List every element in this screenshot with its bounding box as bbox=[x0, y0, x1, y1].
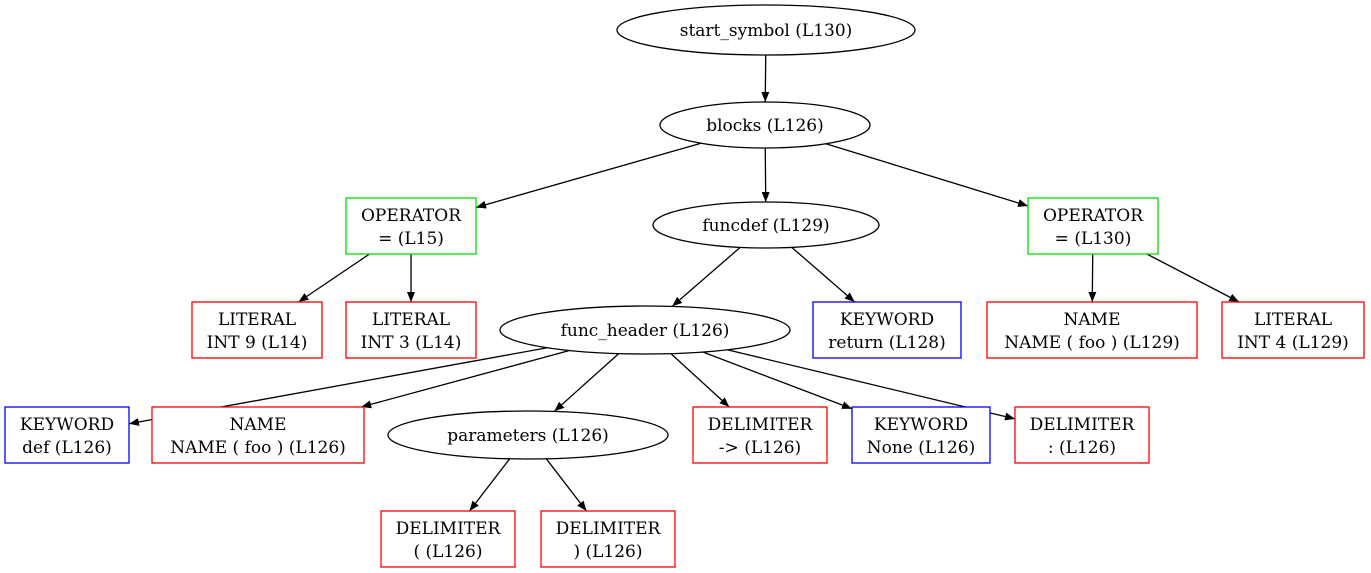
node-label-primary: funcdef (L129) bbox=[702, 216, 829, 236]
node-name-foo-l129: NAME NAME ( foo ) (L129) bbox=[986, 301, 1198, 359]
node-func-header: func_header (L126) bbox=[499, 305, 791, 355]
node-label-primary: start_symbol (L130) bbox=[680, 21, 853, 41]
edge-parameters-to-delim_rparen bbox=[545, 458, 587, 512]
node-label-secondary: : (L126) bbox=[1048, 438, 1116, 458]
node-name-foo-l126: NAME NAME ( foo ) (L126) bbox=[151, 406, 365, 464]
node-label-secondary: INT 3 (L14) bbox=[361, 333, 462, 353]
node-label-primary: blocks (L126) bbox=[706, 116, 824, 136]
node-box-shape bbox=[380, 510, 516, 568]
node-label-secondary: = (L130) bbox=[1055, 229, 1132, 249]
node-label-secondary: ( (L126) bbox=[413, 542, 482, 562]
node-parameters: parameters (L126) bbox=[387, 410, 669, 460]
node-label-primary: OPERATOR bbox=[1043, 206, 1144, 226]
node-label-primary: DELIMITER bbox=[708, 415, 814, 435]
node-label-primary: func_header (L126) bbox=[561, 321, 730, 341]
edge-func_header-to-name_foo_l126 bbox=[361, 349, 570, 409]
node-label-primary: OPERATOR bbox=[361, 206, 462, 226]
node-label-secondary: INT 4 (L129) bbox=[1237, 333, 1349, 353]
node-box-shape bbox=[1014, 406, 1150, 464]
node-delim-colon: DELIMITER : (L126) bbox=[1014, 406, 1150, 464]
node-label-primary: NAME bbox=[230, 415, 287, 435]
node-box-shape bbox=[191, 301, 323, 359]
node-kw-def: KEYWORD def (L126) bbox=[4, 406, 130, 464]
edge-parameters-to-delim_lparen bbox=[469, 458, 511, 512]
node-box-shape bbox=[1221, 301, 1365, 359]
node-label-primary: parameters (L126) bbox=[447, 426, 609, 446]
edge-blocks-to-op_eq_l130 bbox=[825, 143, 1029, 207]
node-ellipse-shape bbox=[387, 410, 669, 460]
node-label-primary: NAME bbox=[1064, 310, 1121, 330]
node-funcdef: funcdef (L129) bbox=[652, 201, 880, 249]
node-label-secondary: ) (L126) bbox=[573, 542, 642, 562]
node-box-shape bbox=[812, 301, 962, 359]
node-label-primary: DELIMITER bbox=[556, 519, 662, 539]
node-label-secondary: NAME ( foo ) (L129) bbox=[1004, 333, 1180, 353]
node-start-symbol: start_symbol (L130) bbox=[616, 4, 916, 56]
nodes-layer: start_symbol (L130) blocks (L126) funcdef … bbox=[4, 4, 1365, 568]
edge-func_header-to-parameters bbox=[553, 353, 620, 412]
node-label-secondary: return (L128) bbox=[828, 333, 945, 353]
node-ellipse-shape bbox=[499, 305, 791, 355]
edge-funcdef-to-func_header bbox=[671, 246, 741, 307]
node-label-primary: KEYWORD bbox=[20, 415, 114, 435]
node-box-shape bbox=[1027, 197, 1159, 255]
node-box-shape bbox=[345, 197, 477, 255]
edge-op_eq_l130-to-lit_int4 bbox=[1146, 253, 1240, 303]
node-box-shape bbox=[692, 406, 828, 464]
node-box-shape bbox=[851, 406, 991, 464]
node-op-eq-l130: OPERATOR = (L130) bbox=[1027, 197, 1159, 255]
node-lit-int4: LITERAL INT 4 (L129) bbox=[1221, 301, 1365, 359]
node-label-primary: KEYWORD bbox=[874, 415, 968, 435]
node-label-primary: LITERAL bbox=[218, 310, 296, 330]
node-label-primary: DELIMITER bbox=[1030, 415, 1136, 435]
node-label-primary: DELIMITER bbox=[396, 519, 502, 539]
edges-layer bbox=[128, 54, 1240, 512]
node-lit-int9: LITERAL INT 9 (L14) bbox=[191, 301, 323, 359]
node-label-primary: KEYWORD bbox=[840, 310, 934, 330]
node-ellipse-shape bbox=[616, 4, 916, 56]
node-label-secondary: NAME ( foo ) (L126) bbox=[170, 438, 346, 458]
node-box-shape bbox=[345, 301, 477, 359]
node-kw-return: KEYWORD return (L128) bbox=[812, 301, 962, 359]
edge-blocks-to-op_eq_l15 bbox=[475, 142, 702, 209]
node-label-secondary: def (L126) bbox=[22, 438, 112, 458]
node-label-primary: LITERAL bbox=[1254, 310, 1332, 330]
node-kw-none: KEYWORD None (L126) bbox=[851, 406, 991, 464]
edge-op_eq_l15-to-lit_int9 bbox=[298, 253, 370, 303]
node-blocks: blocks (L126) bbox=[659, 101, 871, 149]
node-ellipse-shape bbox=[652, 201, 880, 249]
node-label-secondary: INT 9 (L14) bbox=[207, 333, 308, 353]
node-box-shape bbox=[151, 406, 365, 464]
node-ellipse-shape bbox=[659, 101, 871, 149]
node-label-secondary: = (L15) bbox=[378, 229, 444, 249]
node-box-shape bbox=[540, 510, 676, 568]
node-lit-int3: LITERAL INT 3 (L14) bbox=[345, 301, 477, 359]
node-box-shape bbox=[4, 406, 130, 464]
node-delim-lparen: DELIMITER ( (L126) bbox=[380, 510, 516, 568]
node-delim-rparen: DELIMITER ) (L126) bbox=[540, 510, 676, 568]
edge-funcdef-to-kw_return bbox=[791, 246, 856, 303]
node-box-shape bbox=[986, 301, 1198, 359]
node-label-primary: LITERAL bbox=[372, 310, 450, 330]
node-delim-arrow: DELIMITER -> (L126) bbox=[692, 406, 828, 464]
node-label-secondary: -> (L126) bbox=[719, 438, 801, 458]
edge-blocks-to-funcdef bbox=[761, 147, 770, 203]
edge-func_header-to-delim_arrow bbox=[670, 353, 730, 408]
node-op-eq-l15: OPERATOR = (L15) bbox=[345, 197, 477, 255]
node-label-secondary: None (L126) bbox=[867, 438, 976, 458]
edge-func_header-to-kw_none bbox=[702, 351, 853, 410]
